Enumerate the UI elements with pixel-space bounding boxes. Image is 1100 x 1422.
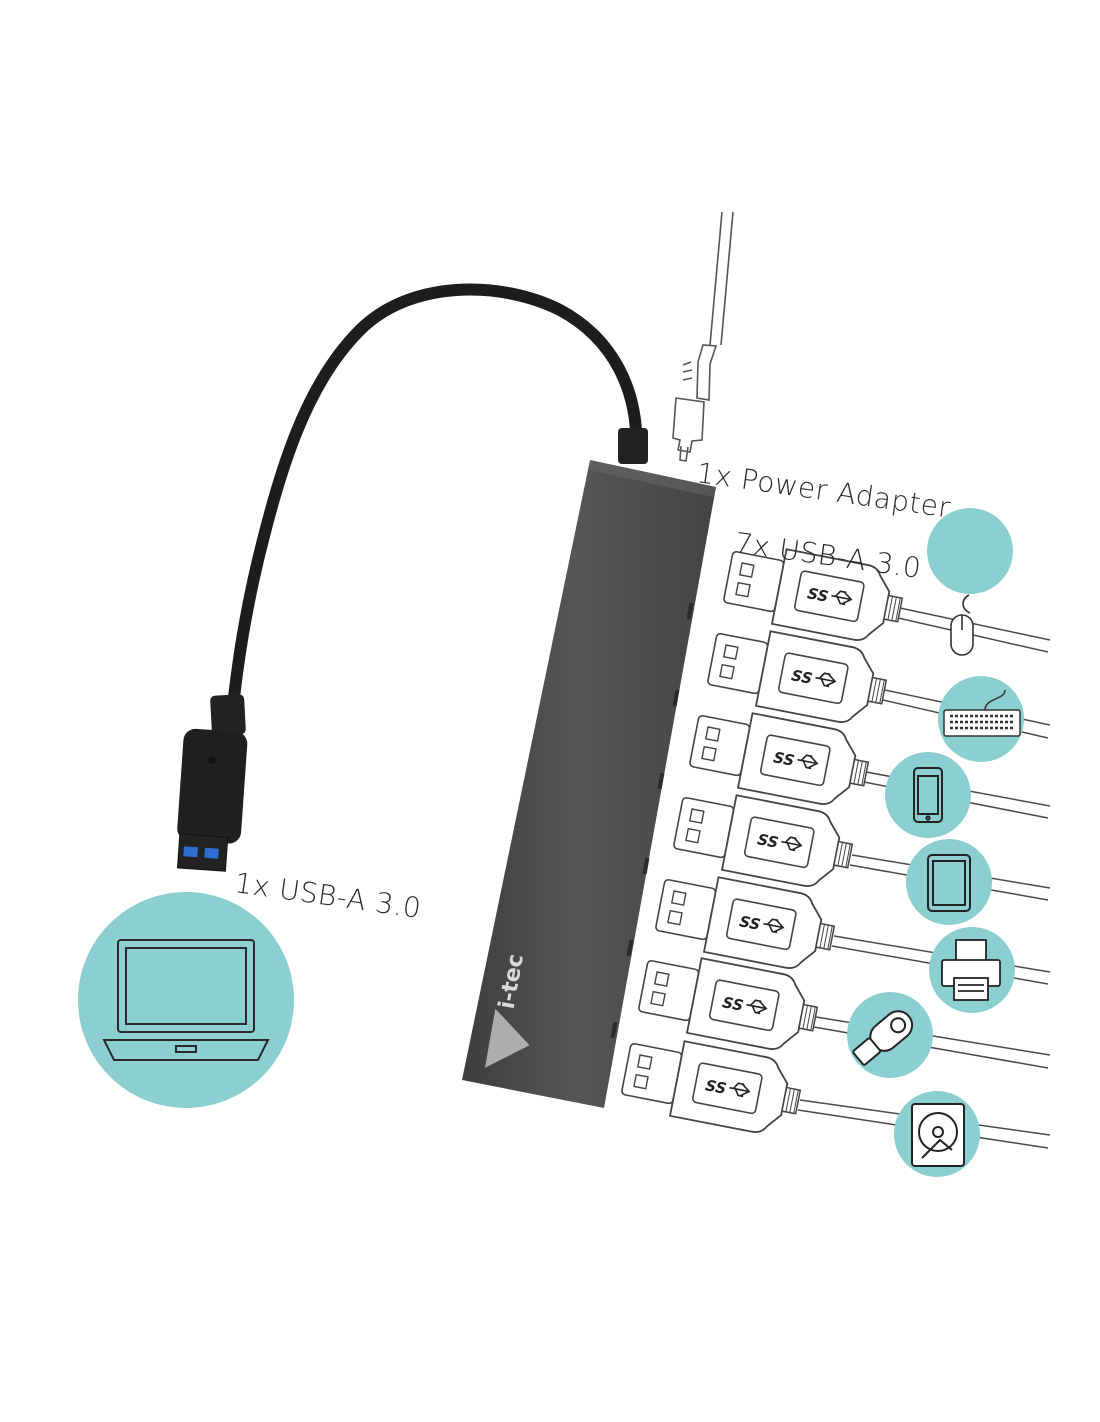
keyboard-icon [943, 689, 1021, 737]
laptop-circle [78, 892, 294, 1108]
printer-circle [929, 927, 1015, 1013]
tablet-icon [927, 854, 971, 912]
smartphone-circle [885, 752, 971, 838]
tablet-circle [906, 839, 992, 925]
cable-strain-relief [210, 428, 648, 736]
mouse-icon [950, 594, 974, 656]
usb-flash-drive-circle [847, 992, 933, 1078]
device-circles [847, 508, 1024, 1177]
keyboard-circle [938, 676, 1024, 762]
host-cable [226, 283, 643, 721]
laptop-icon [102, 939, 270, 1061]
mouse-circle [927, 508, 1013, 656]
power-adapter-plug [672, 211, 734, 462]
smartphone-icon [913, 767, 943, 823]
printer-icon [941, 939, 1001, 1001]
hard-drive-circle [894, 1091, 980, 1177]
host-usb-plug [176, 728, 248, 872]
hard-drive-icon [911, 1103, 965, 1167]
usb-hub-body: i-tec [462, 460, 716, 1108]
usb-flash-drive-icon [852, 1010, 914, 1066]
